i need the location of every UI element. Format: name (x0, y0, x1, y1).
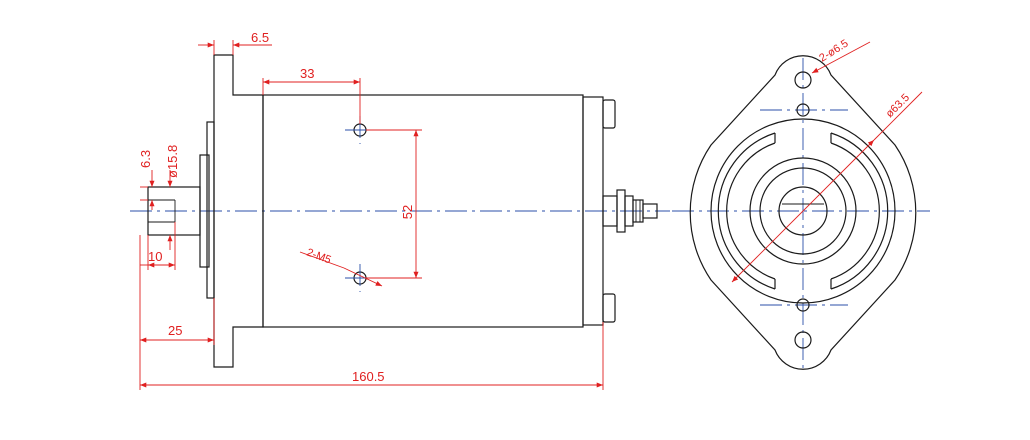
small-hole-bottom (796, 298, 810, 312)
dim-shaft-step: 10 (140, 222, 176, 270)
dim-overall-length: 160.5 (140, 322, 604, 390)
dim-label-flange-holes: 2-ø6.5 (817, 38, 850, 65)
terminal-post (602, 189, 658, 233)
dim-label-shaft-step: 10 (148, 249, 162, 264)
dim-mount-holes: 2-M5 (299, 247, 383, 287)
bearing-boss (199, 154, 210, 268)
dim-label-hole-spacing: 52 (400, 205, 415, 219)
front-plate (206, 121, 215, 299)
dim-shaft-diameter: ø15.8 (165, 145, 180, 250)
dim-label-shaft-flat: 6.3 (138, 150, 153, 168)
dim-bolt-circle: ø63.5 (731, 91, 923, 283)
dim-label-shaft-length: 25 (168, 323, 182, 338)
flange-hole-bottom (794, 331, 812, 349)
dim-flange-holes: 2-ø6.5 (811, 38, 871, 74)
small-hole-top (796, 103, 810, 117)
dim-shaft-flat: 6.3 (138, 150, 155, 210)
dim-label-shaft-diameter: ø15.8 (165, 145, 180, 178)
end-view: 2-ø6.5 ø63.5 (672, 38, 930, 372)
side-view: 6.5 33 52 2-M5 6.3 (130, 30, 670, 390)
dim-label-overall-length: 160.5 (352, 369, 385, 384)
dim-flange-thickness: 6.5 (198, 30, 272, 55)
dim-label-mount-holes: 2-M5 (305, 247, 333, 267)
dim-shaft-length: 25 (139, 235, 215, 390)
housing-circle (710, 118, 896, 304)
dim-label-hole-offset: 33 (300, 66, 314, 81)
dim-label-flange-thickness: 6.5 (251, 30, 269, 45)
dim-hole-offset: 33 (262, 66, 361, 124)
flange-outline (689, 55, 917, 370)
flange-hole-top (794, 71, 812, 89)
dim-hole-spacing: 52 (366, 129, 422, 279)
